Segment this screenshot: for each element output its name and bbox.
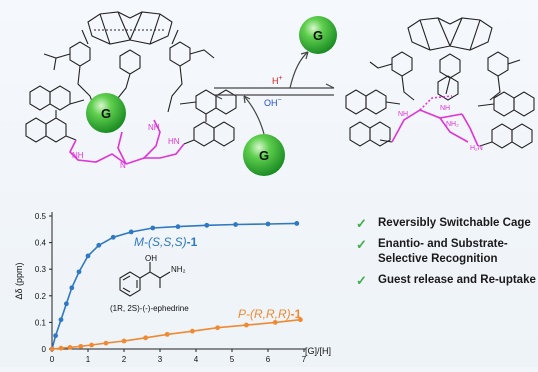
data-point	[175, 224, 181, 230]
data-point	[85, 253, 91, 259]
data-point	[58, 345, 64, 351]
guest-label: G	[101, 106, 111, 121]
svg-text:NH: NH	[148, 123, 160, 132]
data-point	[215, 325, 221, 331]
y-tick-label: 0.5	[35, 212, 47, 221]
feature-list: ✓ Reversibly Switchable Cage ✓ Enantio- …	[356, 216, 536, 294]
x-axis-label: [G]/[H]	[305, 346, 331, 356]
data-point	[128, 229, 134, 235]
data-points	[49, 221, 303, 352]
titration-chart: 0 0.1 0.2 0.3 0.4 0.5 0 1 2 3 4 5 6 7 Δδ (ppm) [G]/[H…	[14, 212, 331, 364]
data-point	[143, 335, 149, 341]
x-tick-label: 7	[302, 355, 307, 364]
x-tick-label: 0	[50, 355, 55, 364]
chart-ticks: 0 0.1 0.2 0.3 0.4 0.5 0 1 2 3 4 5 6 7	[35, 212, 307, 364]
data-point	[110, 234, 116, 240]
check-icon: ✓	[356, 237, 367, 252]
svg-text:N: N	[120, 161, 126, 170]
tren-linker-right	[391, 95, 479, 147]
data-point	[204, 222, 210, 228]
data-point	[67, 345, 73, 350]
data-point	[272, 320, 278, 325]
data-point	[265, 221, 271, 227]
data-point	[150, 225, 156, 231]
feature-item: ✓ Enantio- and Substrate-Selective Recog…	[356, 237, 536, 267]
ephedrine-oh: OH	[145, 254, 157, 263]
data-point	[69, 285, 75, 291]
data-point	[78, 343, 84, 349]
svg-text:NH: NH	[440, 105, 450, 112]
x-tick-label: 4	[194, 355, 199, 364]
feature-text: Guest release and Re-uptake	[378, 274, 536, 286]
guest-label: G	[259, 148, 269, 163]
condition-labels: H+ OH−	[264, 75, 283, 108]
guest-released: G	[299, 16, 337, 54]
ephedrine-nh2: NH₂	[171, 265, 186, 274]
x-tick-label: 2	[122, 355, 127, 364]
amine-labels-left: NH N NH HN	[72, 123, 180, 170]
feature-text: Reversibly Switchable Cage	[378, 217, 531, 229]
y-tick-label: 0	[42, 345, 47, 354]
chart-axes	[51, 212, 306, 350]
feature-item: ✓ Guest release and Re-uptake	[356, 273, 536, 288]
cage-right	[345, 17, 535, 149]
x-tick-label: 1	[86, 355, 91, 364]
guest-inside-left: G	[86, 93, 126, 133]
data-point	[164, 331, 170, 337]
fit-curve-0	[51, 222, 297, 350]
data-point	[49, 346, 55, 352]
svg-text:NH: NH	[398, 111, 408, 118]
data-point	[233, 222, 239, 227]
svg-text:H₂N: H₂N	[470, 145, 483, 152]
data-point	[298, 317, 303, 323]
series-label-p: P-(R,R,R)-1	[238, 307, 302, 321]
series-label-m: M-(S,S,S)-1	[134, 235, 198, 249]
data-point	[96, 242, 102, 248]
acid-label: H+	[272, 75, 283, 86]
y-tick-label: 0.1	[35, 318, 47, 327]
ammonium-labels-right: NH NH NH₂ H₂N	[398, 105, 483, 152]
data-point	[244, 322, 249, 328]
x-tick-label: 3	[158, 355, 163, 364]
base-label: OH−	[264, 97, 282, 108]
data-point	[190, 328, 195, 334]
svg-text:NH₂: NH₂	[446, 121, 459, 128]
guest-label: G	[313, 28, 323, 43]
data-point	[53, 333, 58, 339]
y-tick-label: 0.4	[35, 239, 47, 248]
y-tick-label: 0.2	[35, 292, 47, 301]
data-point	[58, 317, 64, 323]
feature-item: ✓ Reversibly Switchable Cage	[356, 216, 536, 231]
svg-text:NH: NH	[72, 151, 84, 160]
svg-text:HN: HN	[168, 137, 180, 146]
data-point	[121, 338, 127, 344]
ephedrine-structure	[119, 262, 171, 297]
y-tick-label: 0.3	[35, 265, 47, 274]
x-tick-label: 5	[230, 355, 235, 364]
data-point	[76, 269, 82, 275]
equilibrium-arrows	[213, 51, 335, 135]
data-point	[89, 342, 94, 348]
check-icon: ✓	[356, 273, 367, 288]
check-icon: ✓	[356, 216, 367, 231]
cage-left	[25, 11, 237, 147]
data-point	[64, 301, 69, 307]
ephedrine-name: (1R, 2S)-(-)-ephedrine	[110, 304, 189, 313]
guest-free: G	[243, 134, 285, 176]
tren-linker-left	[69, 119, 185, 165]
y-axis-label: Δδ (ppm)	[14, 262, 24, 299]
x-tick-label: 6	[266, 355, 271, 364]
feature-text: Enantio- and Substrate-Selective Recogni…	[378, 238, 508, 265]
data-point	[103, 340, 109, 346]
data-point	[294, 221, 300, 226]
